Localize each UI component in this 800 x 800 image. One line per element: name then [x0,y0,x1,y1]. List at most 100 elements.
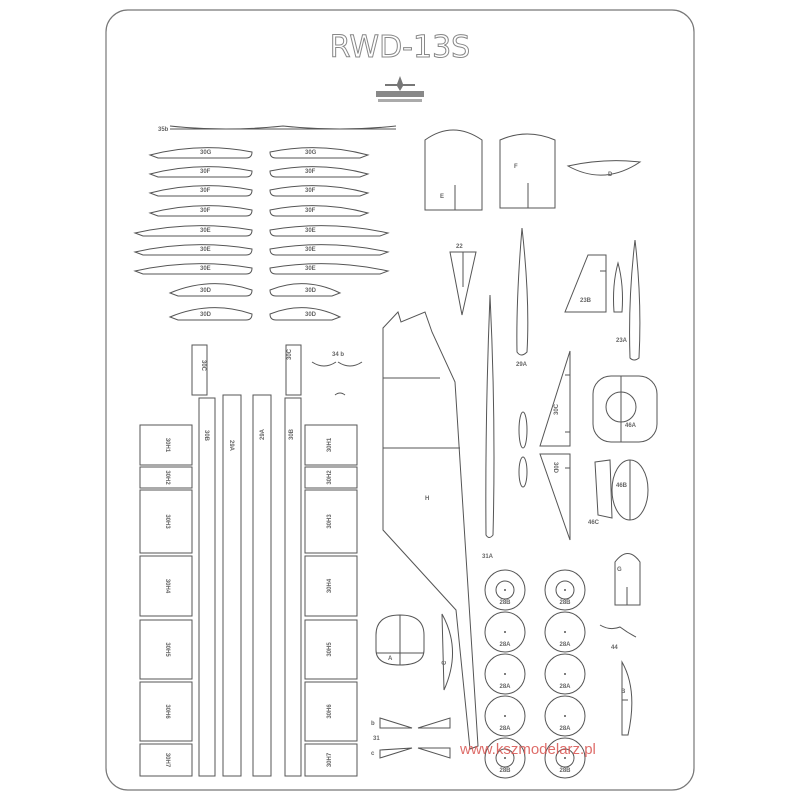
svg-text:b: b [371,721,375,727]
rib-30d: 30D [269,283,342,297]
logo [376,76,424,102]
rib-30e: 30E [133,263,253,275]
svg-text:30F: 30F [200,188,211,194]
svg-text:30H3: 30H3 [327,514,333,529]
svg-text:23A: 23A [616,338,628,344]
svg-text:30E: 30E [200,266,211,272]
wheel-28a: 28A [484,653,526,695]
part-23-small [613,261,623,313]
part-30d: 30D [539,453,571,541]
panel-30h4: 30H4 [304,555,358,617]
svg-text:30H7: 30H7 [164,753,170,768]
svg-text:46B: 46B [616,483,628,489]
part-30c: 30C [539,350,571,447]
svg-text:22: 22 [456,244,463,250]
wheel-28b: 28B [484,737,526,779]
svg-text:30H7: 30H7 [327,752,333,767]
rib-30g: 30G [148,147,253,159]
panel-30h3: 30H3 [304,489,358,554]
wheel-28b: 28B [544,737,586,779]
svg-text:F: F [514,164,518,170]
rib-30f: 30F [269,205,370,217]
svg-text:30E: 30E [305,247,316,253]
panel-30h2: 30H2 [139,466,193,489]
svg-text:30B: 30B [203,430,209,442]
part-small-ovals [518,411,528,488]
svg-text:30H4: 30H4 [164,579,170,594]
svg-text:28A: 28A [499,684,511,690]
svg-text:H: H [425,496,429,502]
wheel-28b: 28B [484,569,526,611]
svg-text:30B: 30B [289,428,295,440]
svg-text:30D: 30D [305,288,317,294]
part-e: E [424,129,483,211]
rib-30e: 30E [269,263,390,275]
svg-text:30D: 30D [200,312,212,318]
rib-30d: 30D [168,283,253,297]
svg-text:E: E [440,194,444,200]
svg-text:30E: 30E [200,247,211,253]
svg-text:30H1: 30H1 [164,438,170,453]
svg-text:30H2: 30H2 [327,470,333,485]
svg-text:30E: 30E [305,228,316,234]
svg-text:28A: 28A [559,684,571,690]
ribs-group: 30G30F30F30F30E30E30E30D30D30G30F30F30F3… [133,147,390,321]
svg-text:30E: 30E [305,266,316,272]
svg-text:30H6: 30H6 [164,704,170,719]
part-46c: 46C [588,459,613,526]
svg-text:C: C [442,660,448,665]
svg-text:46C: 46C [588,520,600,526]
part-b: B [621,660,633,736]
wheel-28a: 28A [544,695,586,737]
panel-30h7: 30H7 [304,743,358,777]
svg-text:c: c [371,751,375,757]
svg-text:30H5: 30H5 [327,642,333,657]
part-23a: 23A [616,239,641,361]
svg-text:35b: 35b [158,127,169,133]
sheet-outline [105,9,695,791]
rib-30e: 30E [269,225,390,237]
svg-text:30D: 30D [552,462,558,474]
part-g: G [614,553,641,606]
svg-text:34 b: 34 b [332,352,344,358]
part-c: C [441,613,453,691]
part-29a: 29A [516,227,529,368]
svg-text:28B: 28B [499,768,511,774]
svg-text:30D: 30D [200,288,212,294]
svg-text:31: 31 [373,736,380,742]
panel-30h5: 30H5 [139,619,193,680]
rib-30d: 30D [168,307,253,321]
part-46b: 46B [611,459,649,521]
part-31: b 31 c [371,717,451,759]
panel-30h1: 30H1 [304,424,358,466]
svg-text:28A: 28A [499,726,511,732]
rib-30e: 30E [133,244,253,256]
part-h: H [382,311,479,750]
panel-30h5: 30H5 [304,619,358,680]
panel-30h6: 30H6 [139,681,193,742]
rib-30f: 30F [269,166,370,178]
svg-text:30H1: 30H1 [327,437,333,452]
panel-30h6: 30H6 [304,681,358,742]
svg-text:30H6: 30H6 [327,704,333,719]
wheel-28b: 28B [544,569,586,611]
part-44: 44 [599,624,637,651]
wheel-28a: 28A [484,611,526,653]
part-23b: 23B [564,254,607,313]
svg-text:30C: 30C [287,348,293,360]
watermark: www.kszmodelarz.pl [459,741,596,758]
rib-30f: 30F [269,185,370,197]
svg-text:30F: 30F [305,208,316,214]
wheel-28a: 28A [544,653,586,695]
svg-text:30C: 30C [554,403,560,415]
svg-text:28A: 28A [559,726,571,732]
svg-text:30F: 30F [200,208,211,214]
part-22: 22 [449,244,477,316]
part-31a: 31A [482,294,495,560]
svg-text:28A: 28A [559,642,571,648]
svg-text:30H5: 30H5 [164,642,170,657]
part-46a: 46A [592,375,658,443]
rib-30f: 30F [148,166,253,178]
svg-text:B: B [621,689,626,695]
